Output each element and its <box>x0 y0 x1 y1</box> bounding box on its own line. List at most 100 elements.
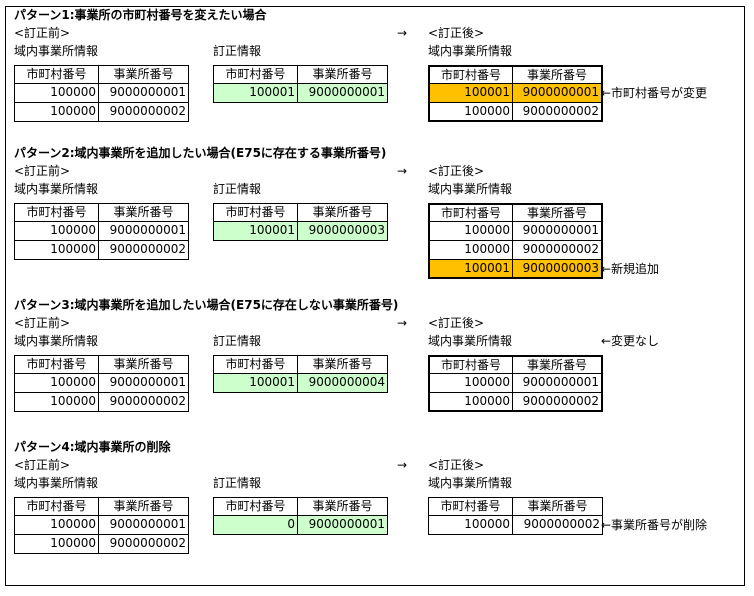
after-table-header-cell: 市町村番号 <box>428 65 513 84</box>
correction-info-label: 訂正情報 <box>213 44 262 58</box>
arrow: → <box>397 164 408 178</box>
before-table-cell: 100000 <box>14 374 99 393</box>
before-table-header-row: 市町村番号事業所番号 <box>14 203 189 222</box>
after-table-cell: 100000 <box>428 374 513 393</box>
domain-info-label: 域内事業所情報 <box>14 476 99 490</box>
correction-info-label: 訂正情報 <box>213 182 262 196</box>
after-table-header-row: 市町村番号事業所番号 <box>428 355 603 374</box>
after-table-header-cell: 事業所番号 <box>513 65 603 84</box>
domain-info-label: 域内事業所情報 <box>428 476 513 490</box>
domain-info-label: 域内事業所情報 <box>428 334 513 348</box>
after-table-cell: 100001 <box>428 260 513 279</box>
correction-table-header-row: 市町村番号事業所番号 <box>213 203 388 222</box>
domain-info-label: 域内事業所情報 <box>428 44 513 58</box>
correction-table-header-row: 市町村番号事業所番号 <box>213 497 388 516</box>
correction-table-cell: 9000000003 <box>298 222 388 241</box>
before-label: <訂正前> <box>14 316 71 330</box>
before-table-header-cell: 市町村番号 <box>14 355 99 374</box>
after-table-cell: 100000 <box>428 393 513 412</box>
correction-table-cell: 100001 <box>213 374 298 393</box>
before-table-cell: 100000 <box>14 84 99 103</box>
before-table-header-cell: 事業所番号 <box>99 203 189 222</box>
before-table-header-cell: 事業所番号 <box>99 65 189 84</box>
before-table-cell: 100000 <box>14 516 99 535</box>
after-table-header-row: 市町村番号事業所番号 <box>428 65 603 84</box>
before-table-cell: 9000000001 <box>99 84 189 103</box>
before-label: <訂正前> <box>14 26 71 40</box>
after-table-cell: 100000 <box>428 516 513 535</box>
domain-info-label: 域内事業所情報 <box>14 182 99 196</box>
after-table-cell: 9000000001 <box>513 84 603 103</box>
correction-table-cell: 100001 <box>213 84 298 103</box>
before-table-header-cell: 事業所番号 <box>99 355 189 374</box>
before-table-header-row: 市町村番号事業所番号 <box>14 497 189 516</box>
correction-table-header-cell: 市町村番号 <box>213 497 298 516</box>
change-note: ←変更なし <box>601 334 660 348</box>
after-label: <訂正後> <box>428 26 485 40</box>
pattern-title: パターン3:域内事業所を追加したい場合(E75に存在しない事業所番号) <box>14 298 399 312</box>
correction-table-header-row: 市町村番号事業所番号 <box>213 65 388 84</box>
before-table-cell: 9000000001 <box>99 222 189 241</box>
arrow: → <box>397 316 408 330</box>
after-table-header-cell: 市町村番号 <box>428 355 513 374</box>
after-table-header-cell: 事業所番号 <box>513 497 603 516</box>
after-table-header-cell: 事業所番号 <box>513 203 603 222</box>
after-table-cell: 9000000002 <box>513 516 603 535</box>
correction-table-header-row: 市町村番号事業所番号 <box>213 355 388 374</box>
after-table-header-row: 市町村番号事業所番号 <box>428 203 603 222</box>
pattern-title: パターン4:域内事業所の削除 <box>14 440 171 454</box>
correction-table-cell: 9000000001 <box>298 84 388 103</box>
after-table-cell: 100000 <box>428 103 513 122</box>
change-note: ←事業所番号が削除 <box>601 518 708 532</box>
pattern-title: パターン2:域内事業所を追加したい場合(E75に存在する事業所番号) <box>14 146 387 160</box>
after-table-cell: 9000000002 <box>513 241 603 260</box>
correction-table-header-cell: 市町村番号 <box>213 355 298 374</box>
correction-table-header-cell: 市町村番号 <box>213 65 298 84</box>
correction-table-header-cell: 事業所番号 <box>298 355 388 374</box>
before-table-header-row: 市町村番号事業所番号 <box>14 355 189 374</box>
correction-table-header-cell: 事業所番号 <box>298 497 388 516</box>
after-label: <訂正後> <box>428 458 485 472</box>
correction-table-header-cell: 事業所番号 <box>298 203 388 222</box>
correction-table-cell: 9000000004 <box>298 374 388 393</box>
after-table-cell: 100000 <box>428 222 513 241</box>
after-table-header-row: 市町村番号事業所番号 <box>428 497 603 516</box>
after-table-header-cell: 市町村番号 <box>428 203 513 222</box>
before-label: <訂正前> <box>14 458 71 472</box>
before-table-header-cell: 事業所番号 <box>99 497 189 516</box>
after-table-cell: 9000000002 <box>513 103 603 122</box>
after-table-cell: 9000000001 <box>513 374 603 393</box>
after-table-header-cell: 市町村番号 <box>428 497 513 516</box>
after-table-cell: 100000 <box>428 241 513 260</box>
arrow: → <box>397 26 408 40</box>
pattern-title: パターン1:事業所の市町村番号を変えたい場合 <box>14 8 267 22</box>
correction-table-cell: 0 <box>213 516 298 535</box>
arrow: → <box>397 458 408 472</box>
correction-table-header-cell: 市町村番号 <box>213 203 298 222</box>
correction-table-header-cell: 事業所番号 <box>298 65 388 84</box>
before-table-header-cell: 市町村番号 <box>14 203 99 222</box>
before-table-cell: 100000 <box>14 393 99 412</box>
before-table-cell: 9000000002 <box>99 535 189 554</box>
domain-info-label: 域内事業所情報 <box>14 334 99 348</box>
before-table-cell: 9000000001 <box>99 374 189 393</box>
after-table-cell: 100001 <box>428 84 513 103</box>
